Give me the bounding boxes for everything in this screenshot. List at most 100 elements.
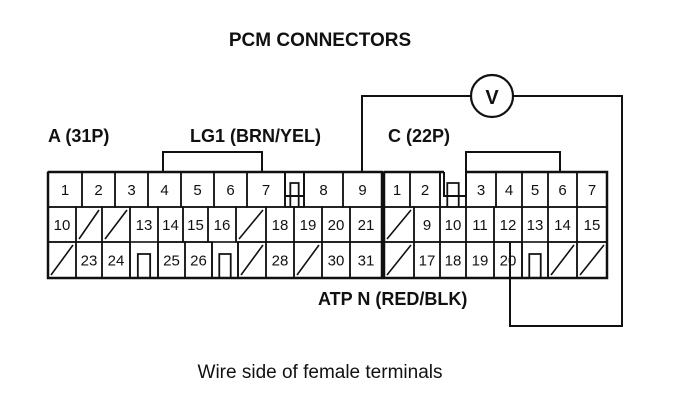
terminal-cell: 2 [81,171,116,208]
terminal-number: 19 [300,217,317,234]
terminal-cell: 5 [180,171,215,208]
terminal-cell: 7 [246,171,286,208]
diagram-caption: Wire side of female terminals [198,362,443,383]
unused-terminal [383,206,415,243]
terminal-cell: 13 [129,206,159,243]
terminal-cell: 4 [147,171,182,208]
terminal-cell: 1 [47,171,83,208]
terminal-cell: 20 [493,241,523,279]
diagram-title: PCM CONNECTORS [229,30,411,51]
terminal-number: 9 [358,182,366,199]
terminal-number: 6 [226,182,234,199]
unused-terminal [383,241,415,279]
terminal-cell: 1 [383,171,411,208]
terminal-cell: 30 [321,241,351,279]
connector-a-key-notch [284,172,305,197]
terminal-number: 3 [127,182,135,199]
terminal-cell: 14 [157,206,184,243]
terminal-number: 2 [94,182,102,199]
terminal-number: 14 [554,217,571,234]
unused-terminal [101,206,131,243]
terminal-cell: 18 [265,206,295,243]
terminal-number: 8 [319,182,327,199]
terminal-key-slot [284,172,305,208]
terminal-cell: 3 [465,171,497,208]
terminal-cell: 16 [207,206,237,243]
terminal-cell: 21 [349,206,383,243]
unused-terminal [75,206,103,243]
terminal-cell: 6 [213,171,248,208]
connector-c-label: C (22P) [388,126,450,146]
terminal-number: 25 [163,253,180,270]
voltmeter-symbol: V [485,87,499,109]
terminal-key-slot [521,242,549,278]
terminal-number: 4 [160,182,168,199]
terminal-number: 24 [108,253,125,270]
terminal-cell: 25 [157,241,186,279]
terminal-number: 20 [328,217,345,234]
terminal-cell: 9 [413,206,441,243]
terminal-number: 15 [584,217,601,234]
terminal-cell: 13 [521,206,549,243]
terminal-number: 1 [61,182,69,199]
terminal-cell: 23 [75,241,103,279]
terminal-number: 19 [472,253,489,270]
unused-terminal [237,241,267,279]
unused-terminal [576,241,608,279]
connector-a-label: A (31P) [48,126,109,146]
terminal-number: 3 [477,182,485,199]
terminal-cell: 24 [101,241,131,279]
terminal-number: 23 [81,253,98,270]
terminal-number: 11 [472,217,488,234]
unused-terminal [293,241,323,279]
unused-terminal [47,241,77,279]
terminal-cell: 20 [321,206,351,243]
terminal-number: 5 [531,182,539,199]
terminal-number: 21 [358,217,375,234]
terminal-number: 30 [328,253,345,270]
terminal-cell: 31 [349,241,383,279]
terminal-cell: 7 [576,171,608,208]
terminal-key-slot [129,242,159,278]
terminal-number: 14 [162,217,179,234]
terminal-cell: 14 [547,206,578,243]
connector-a-lock-tab [162,151,263,172]
terminal-key-slot [211,242,239,278]
terminal-number: 7 [588,182,596,199]
terminal-number: 4 [505,182,513,199]
terminal-number: 13 [136,217,153,234]
terminal-cell: 15 [576,206,608,243]
terminal-number: 15 [187,217,204,234]
terminal-cell: 28 [265,241,295,279]
terminal-number: 18 [445,253,462,270]
terminal-cell: 26 [184,241,213,279]
terminal-number: 12 [500,217,517,234]
unused-terminal [547,241,578,279]
terminal-cell: 3 [114,171,149,208]
terminal-cell: 17 [413,241,441,279]
terminal-number: 2 [421,182,429,199]
terminal-cell: 18 [439,241,467,279]
terminal-number: 10 [54,217,71,234]
terminal-cell: 10 [439,206,467,243]
voltmeter-icon [469,73,515,119]
terminal-number: 10 [445,217,462,234]
terminal-cell: 15 [182,206,209,243]
terminal-cell: 19 [465,241,495,279]
terminal-cell: 10 [47,206,77,243]
voltmeter-leads [361,95,623,327]
terminal-number: 13 [527,217,544,234]
terminal-number: 17 [419,253,436,270]
terminal-cell: 12 [493,206,523,243]
terminal-number: 26 [190,253,207,270]
connector-c-lock-tab [465,151,561,172]
terminal-number: 16 [214,217,231,234]
terminal-number: 20 [500,253,517,270]
terminal-cell: 5 [521,171,549,208]
terminal-number: 6 [558,182,566,199]
terminal-number: 28 [272,253,289,270]
